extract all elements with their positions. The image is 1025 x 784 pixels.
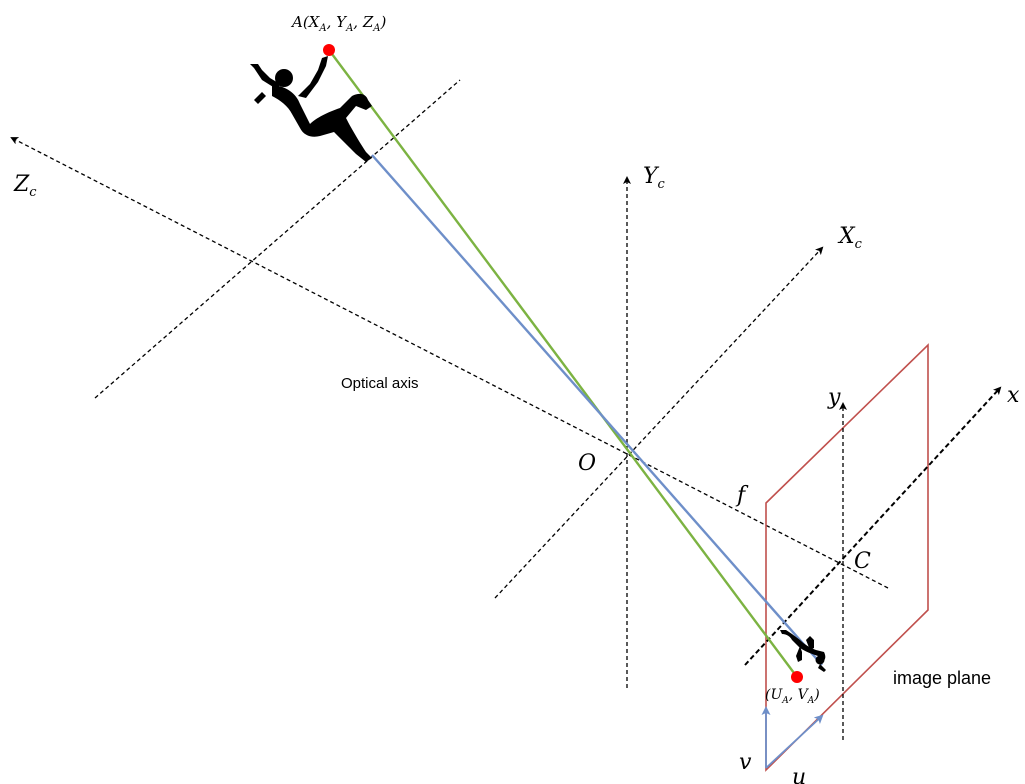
falling-person-small-icon (780, 630, 826, 672)
object-plane-line (94, 79, 461, 399)
zc-label: Zc (13, 172, 37, 200)
point-a-marker (323, 44, 335, 56)
image-plane (765, 343, 929, 772)
xc-label: Xc (837, 224, 863, 252)
blue-projection-ray (371, 154, 823, 666)
image-u-axis (765, 714, 824, 769)
optical-axis-label: Optical axis (341, 375, 419, 392)
image-y-label: y (827, 385, 841, 410)
principal-point-label: C (854, 549, 871, 574)
point-a-label: A(XA, YA, ZA) (290, 13, 387, 34)
falling-person-icon (250, 56, 372, 162)
green-projection-ray (328, 49, 798, 678)
yc-label: Yc (643, 164, 666, 192)
image-x-label: x (1007, 383, 1020, 408)
image-x-axis (744, 386, 1002, 666)
xc-axis (494, 246, 824, 599)
point-img-marker (791, 671, 803, 683)
image-v-label: v (739, 750, 752, 775)
image-plane-label: image plane (893, 668, 991, 688)
zc-axis (10, 137, 889, 589)
image-u-label: u (792, 765, 806, 784)
point-img-label: (UA, VA) (765, 687, 820, 706)
focal-length-label: f (735, 483, 749, 508)
origin-label: O (578, 451, 596, 476)
